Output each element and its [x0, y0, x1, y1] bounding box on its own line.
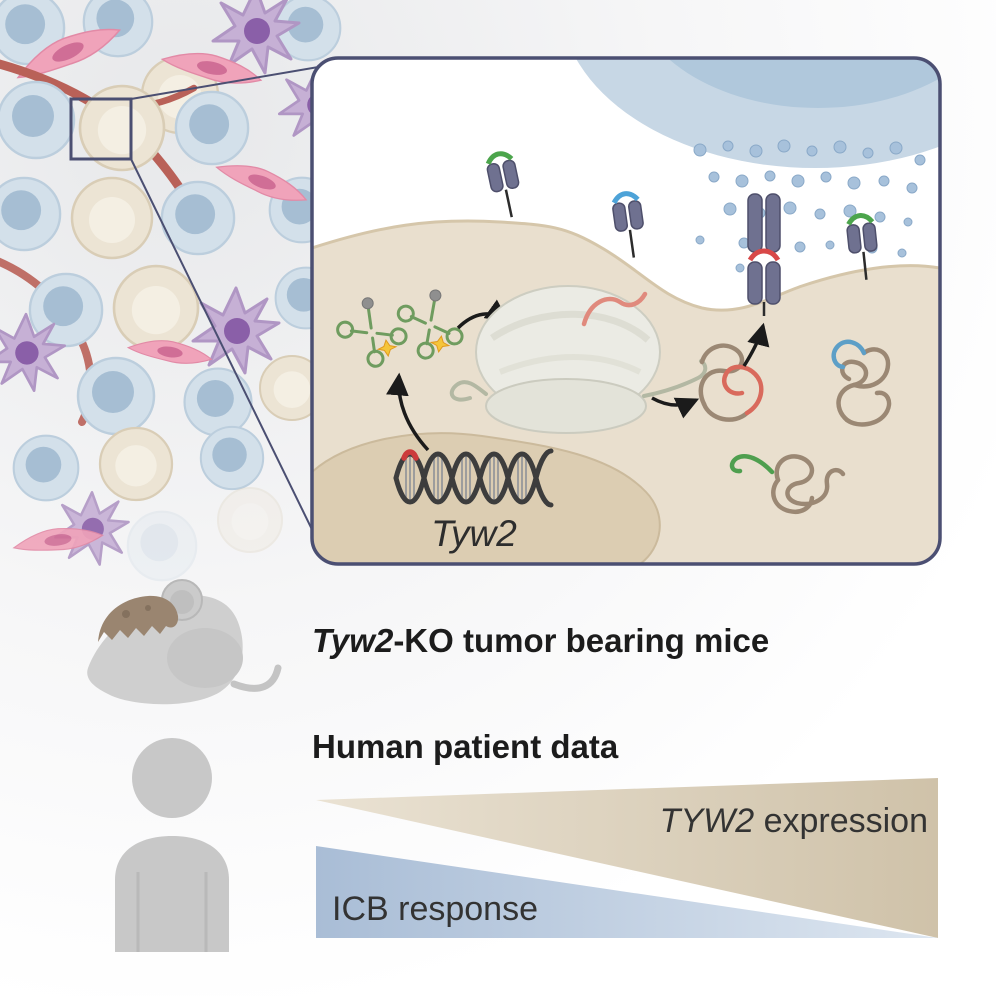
ribosome [449, 285, 708, 434]
tumor-cell-blue [12, 434, 80, 502]
icb-response-label: ICB response [332, 890, 538, 928]
arrow-ribosome-to-protein [651, 396, 700, 419]
inset-panel-content: Tyw2 [312, 58, 940, 564]
tumor-cell-blue [76, 356, 156, 436]
human-caption: Human patient data [312, 728, 619, 765]
tcr-mhc-complex [747, 193, 781, 316]
secreted-granules [693, 139, 926, 285]
mouse-tail [230, 664, 282, 692]
tumor-cell-blue [199, 425, 265, 491]
tumor-cell-blue [183, 367, 253, 437]
peptide-red [747, 248, 781, 262]
arrow-dna-to-trna [386, 372, 430, 452]
peptide-mhc-blue [610, 191, 649, 261]
correlation-wedges: TYW2 expression ICB response [316, 778, 938, 938]
inset-panel-border [310, 56, 942, 566]
protein-green-peptide [729, 454, 846, 514]
ghost-cell [216, 486, 284, 554]
peptide-mhc-green-2 [845, 213, 882, 283]
mouse-caption: Tyw2-KO tumor bearing mice [312, 622, 769, 659]
tumor-cell-beige [112, 264, 200, 352]
tumor-cell-beige [70, 176, 154, 260]
mouse-icon [87, 579, 282, 705]
protein-red-peptide [698, 343, 764, 422]
dna-helix [393, 448, 554, 508]
zoom-connector-bottom [130, 158, 323, 551]
mrna-strand [642, 359, 708, 398]
tumor-patch [98, 595, 179, 642]
tumor-cell-blue [174, 90, 250, 166]
gene-label: Tyw2 [431, 513, 517, 554]
membrane-edge [312, 219, 940, 312]
icb-response-wedge [316, 846, 938, 938]
tumor-microenvironment-illustration [0, 0, 359, 582]
human-icon [115, 738, 229, 952]
tyw2-expression-wedge [316, 778, 938, 938]
tumor-cell-blue [0, 176, 62, 252]
mrna-strand [449, 380, 488, 402]
peptide-mhc-green [485, 151, 527, 222]
dna-modification-mark [401, 449, 419, 461]
arrow-protein-to-membrane [742, 322, 770, 367]
tumor-cell-beige [98, 426, 174, 502]
nascent-chain [581, 291, 648, 327]
zoom-connector-top [130, 63, 337, 100]
tumor-cell-blue [0, 80, 76, 160]
ghost-cell [126, 510, 198, 582]
zoom-box [69, 97, 133, 161]
t-cell [560, 58, 940, 168]
tyw2-expression-label: TYW2 expression [660, 802, 928, 840]
protein-blue-peptide [831, 339, 892, 427]
